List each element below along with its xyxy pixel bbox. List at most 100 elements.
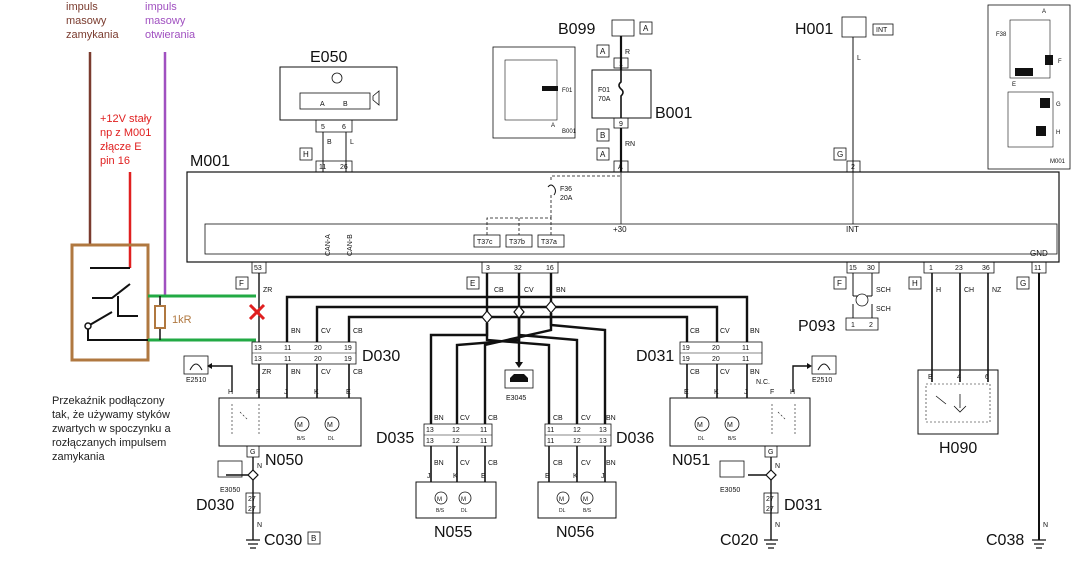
n051-splice bbox=[765, 469, 777, 481]
d031-bottom-pin2: 27 bbox=[766, 506, 774, 513]
wire-cv-label-top: CV bbox=[524, 287, 534, 294]
c038-label: C038 bbox=[986, 532, 1024, 549]
svg-text:11: 11 bbox=[547, 438, 554, 445]
svg-text:13: 13 bbox=[426, 438, 434, 445]
n051-m2: M bbox=[727, 422, 733, 429]
m001-label: M001 bbox=[190, 153, 230, 170]
f36-fuse-symbol bbox=[547, 184, 556, 196]
b001-inset-a: A bbox=[551, 123, 555, 129]
t37b-label: T37b bbox=[509, 239, 525, 246]
svg-text:CB: CB bbox=[488, 460, 498, 467]
p093-label: P093 bbox=[798, 318, 835, 335]
f36-link bbox=[550, 175, 621, 218]
m001-int-label: INT bbox=[846, 225, 859, 234]
plus12-note: +12V stały np z M001 złącze E pin 16 bbox=[100, 113, 152, 167]
svg-text:13: 13 bbox=[254, 356, 262, 363]
m001-canb-label: CAN-B bbox=[347, 234, 354, 256]
svg-text:11: 11 bbox=[284, 356, 291, 363]
d031-wire-cb: CB bbox=[690, 328, 700, 335]
h090-wire-ch: CH bbox=[964, 287, 974, 294]
inset-h: H bbox=[1056, 130, 1060, 136]
inset-g: G bbox=[1056, 102, 1061, 108]
relay-pivot bbox=[84, 322, 92, 330]
e050-conn-letter-box bbox=[299, 147, 313, 161]
m001-inset-conn-g bbox=[1040, 98, 1050, 108]
e2510-right-label: E2510 bbox=[812, 377, 832, 384]
gnd-g-box bbox=[1016, 276, 1030, 290]
p093-sch2: SCH bbox=[876, 306, 891, 313]
h090-wires bbox=[931, 273, 989, 382]
m001-e-pin3: 3 bbox=[486, 265, 490, 272]
svg-text:CV: CV bbox=[321, 369, 331, 376]
h090-box bbox=[917, 369, 999, 435]
svg-text:E: E bbox=[481, 473, 486, 480]
ground-icon-c038 bbox=[1032, 539, 1046, 549]
d035-to-n055-wires bbox=[430, 446, 486, 482]
n050-label: N050 bbox=[265, 452, 303, 469]
svg-text:K: K bbox=[314, 389, 319, 396]
f01-fuse bbox=[618, 70, 624, 118]
m001-cana-label: CAN-A bbox=[325, 234, 332, 256]
n051-g-pin: G bbox=[768, 449, 773, 456]
svg-text:J: J bbox=[284, 389, 288, 396]
motor-icon-n056-2 bbox=[580, 491, 594, 505]
d035-label: D035 bbox=[376, 430, 414, 447]
e2510-left-arrow bbox=[207, 363, 212, 369]
b001-inset-f01: F01 bbox=[562, 88, 573, 94]
m001-g-pin-box bbox=[846, 160, 861, 173]
h090-pin36: 36 bbox=[982, 265, 990, 272]
n055-label: N055 bbox=[434, 524, 472, 541]
d036-to-n056-wires bbox=[548, 446, 606, 482]
green-bypass-wires bbox=[148, 294, 256, 342]
e050-pin-a: A bbox=[320, 101, 325, 108]
m001-e-pin32: 32 bbox=[514, 265, 522, 272]
b001-a-box bbox=[596, 44, 610, 58]
inset-a2: A bbox=[1042, 9, 1046, 15]
t37a-label: T37a bbox=[541, 239, 557, 246]
d036-bn-wire bbox=[549, 313, 607, 424]
b001-pin9: 9 bbox=[619, 121, 623, 128]
svg-text:F: F bbox=[256, 389, 260, 396]
t37-dashed-link bbox=[486, 217, 552, 235]
h090-h-box bbox=[908, 276, 922, 290]
svg-text:BN: BN bbox=[750, 369, 760, 376]
b001-pin1: 1 bbox=[619, 61, 623, 68]
n050-dl: DL bbox=[328, 436, 335, 442]
door-icon-right bbox=[817, 363, 831, 371]
svg-text:E: E bbox=[684, 389, 689, 396]
svg-text:F: F bbox=[770, 389, 774, 396]
m001-f-letter: F bbox=[239, 279, 244, 288]
svg-text:11: 11 bbox=[480, 438, 487, 445]
e2510-right-box bbox=[811, 355, 837, 375]
svg-text:13: 13 bbox=[254, 345, 262, 352]
svg-text:BN: BN bbox=[606, 415, 616, 422]
e3050-left-box bbox=[217, 460, 243, 478]
d031-bottom-pin1: 27 bbox=[766, 496, 774, 503]
n055-m2: M bbox=[461, 497, 466, 503]
f36-label: F36 bbox=[560, 186, 572, 193]
p093-connector bbox=[845, 317, 879, 331]
p093-pin2: 2 bbox=[869, 322, 873, 329]
n051-wire-n2: N bbox=[775, 522, 780, 529]
svg-text:19: 19 bbox=[344, 345, 352, 352]
n055-m1: M bbox=[437, 497, 442, 503]
gnd-pin11: 11 bbox=[1034, 265, 1041, 272]
e050-connector bbox=[315, 119, 353, 133]
m001-body bbox=[186, 171, 1060, 263]
e050-icon bbox=[331, 72, 343, 84]
e3050-right-box bbox=[719, 460, 745, 478]
c020-label: C020 bbox=[720, 532, 758, 549]
svg-text:BN: BN bbox=[434, 460, 444, 467]
svg-text:11: 11 bbox=[480, 427, 487, 434]
b001-a-letter: A bbox=[600, 47, 606, 56]
svg-text:J: J bbox=[744, 389, 748, 396]
h090-wire-nz: NZ bbox=[992, 287, 1002, 294]
m001-inset-board-top bbox=[1009, 19, 1051, 79]
b001-b-letter: B bbox=[600, 131, 605, 140]
ground-icon-c020 bbox=[764, 539, 778, 549]
d031-label: D031 bbox=[636, 348, 674, 365]
